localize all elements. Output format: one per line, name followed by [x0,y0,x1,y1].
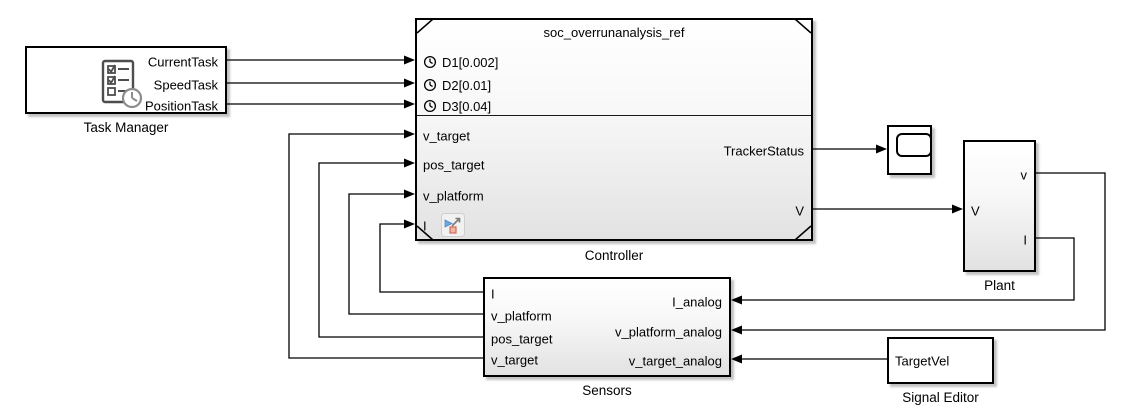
event-port-row-d3: D3[0.04] [423,99,491,113]
sensors-port-v-platform-analog: v_platform_analog [615,324,722,340]
sensors-block[interactable]: I v_platform pos_target v_target I_analo… [483,277,731,377]
plant-port-v-out: v [1020,167,1028,183]
wire-positiontask-to-d3[interactable] [227,99,415,109]
sensors-port-v-target-analog: v_target_analog [628,353,722,369]
controller-block[interactable]: soc_overrunanalysis_ref D1[0.002] D2[0.0… [415,18,813,241]
clock-icon [423,55,437,69]
scope-display-icon [896,133,932,157]
controller-port-trackerstatus: TrackerStatus [723,143,804,159]
wire-trackerstatus-to-scope[interactable] [813,144,887,154]
event-port-row-d2: D2[0.01] [423,78,491,92]
wire-speedtask-to-d2[interactable] [227,78,415,88]
controller-port-v-target: v_target [423,128,470,144]
controller-port-v-out: V [795,203,804,219]
sensors-port-i-out: I [491,286,495,302]
controller-port-d2: D2[0.01] [442,77,492,93]
signal-editor-label[interactable]: Signal Editor [902,390,979,405]
controller-port-i: I [423,218,427,234]
wire-currenttask-to-d1[interactable] [227,55,415,65]
clock-icon [423,99,437,113]
controller-port-v-platform: v_platform [423,188,484,204]
task-manager-port-speedtask: SpeedTask [153,77,218,93]
port-section-divider [417,115,811,116]
sensors-port-v-platform-out: v_platform [491,308,552,324]
wire-controller-v-to-plant[interactable] [813,204,963,214]
signal-editor-block[interactable]: TargetVel [887,337,994,384]
signal-editor-signal-targetvel: TargetVel [895,353,950,369]
task-manager-label[interactable]: Task Manager [83,120,169,135]
clock-icon [423,78,437,92]
plant-port-i-out: I [1023,232,1027,248]
wire-signal-editor-to-sensors-vtarget-analog[interactable] [731,354,887,364]
task-manager-port-positiontask: PositionTask [145,98,218,114]
open-referenced-model-badge-icon[interactable] [441,213,465,242]
controller-port-d3: D3[0.04] [442,98,492,114]
sensors-port-pos-target-out: pos_target [491,331,553,347]
sensors-port-i-analog: I_analog [672,294,722,310]
scope-block[interactable] [887,125,932,175]
task-manager-block[interactable]: CurrentTask SpeedTask PositionTask [25,46,227,114]
plant-block[interactable]: V v I [963,140,1036,272]
plant-port-v-in: V [971,203,980,219]
controller-label[interactable]: Controller [584,248,644,263]
sensors-port-v-target-out: v_target [491,352,538,368]
task-list-clock-icon [101,58,145,115]
controller-port-d1: D1[0.002] [442,54,499,70]
task-manager-port-currenttask: CurrentTask [147,54,218,70]
controller-port-pos-target: pos_target [423,157,485,173]
sensors-label[interactable]: Sensors [582,383,632,398]
event-port-row-d1: D1[0.002] [423,55,498,69]
referenced-model-title: soc_overrunanalysis_ref [543,25,685,40]
plant-label[interactable]: Plant [984,278,1015,293]
